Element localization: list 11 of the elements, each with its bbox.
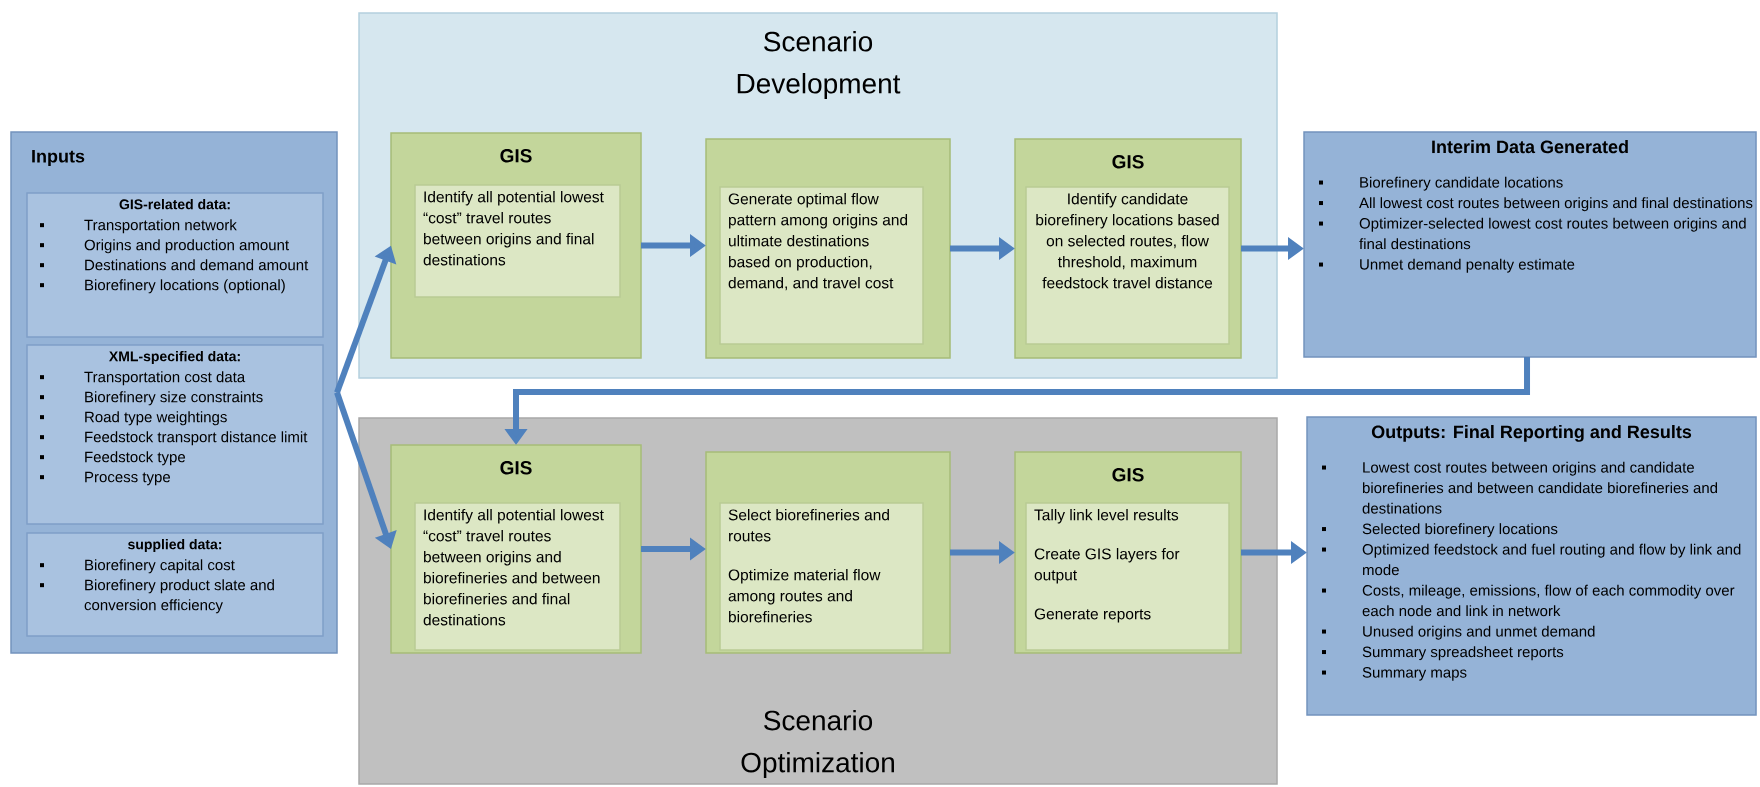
step-box: Select biorefineries and routes Optimize material flow among routes and biorefineries	[719, 502, 924, 651]
step-box: Generate optimal flow pattern among origins and ultimate destinations based on production, demand, and travel cost	[719, 186, 924, 345]
step-box: Identify all potential lowest “cost” travel routes between origins and biorefineries and between biorefineries and final destinations	[414, 502, 621, 651]
data-box: XML-specified data: Transportation cost data Biorefinery size constraints Road type weightings Feedstock transport distance limit Feedstock type Process type	[26, 344, 324, 525]
data-panel: Interim Data Generated Biorefinery candidate locations All lowest cost routes between origins and final destinations Optimizer-selected lowest cost routes between origins and final destinations Unmet demand penalty estimate	[1303, 131, 1757, 358]
data-box: supplied data: Biorefinery capital cost Biorefinery product slate and conversion efficiency	[26, 532, 324, 637]
step-box: Tally link level results Create GIS layers for output Generate reports	[1025, 502, 1230, 651]
step-box: Identify candidate biorefinery locations based on selected routes, flow threshold, maximum feedstock travel distance	[1025, 186, 1230, 345]
step-box: Identify all potential lowest “cost” travel routes between origins and final destinations	[414, 184, 621, 298]
data-box: GIS-related data: Transportation network Origins and production amount Destinations and demand amount Biorefinery locations (optional)	[26, 192, 324, 338]
data-panel: Outputs: Final Reporting and Results Lowest cost routes between origins and candidate biorefineries and between candidate biorefineries and destinations Selected biorefinery locations Optimized feedstock and fuel routing and flow by link and mode Costs, mileage, emissions, flow of each commodity over each node and link in network Unused origins and unmet demand Summary spreadsheet reports Summary maps	[1306, 416, 1757, 716]
